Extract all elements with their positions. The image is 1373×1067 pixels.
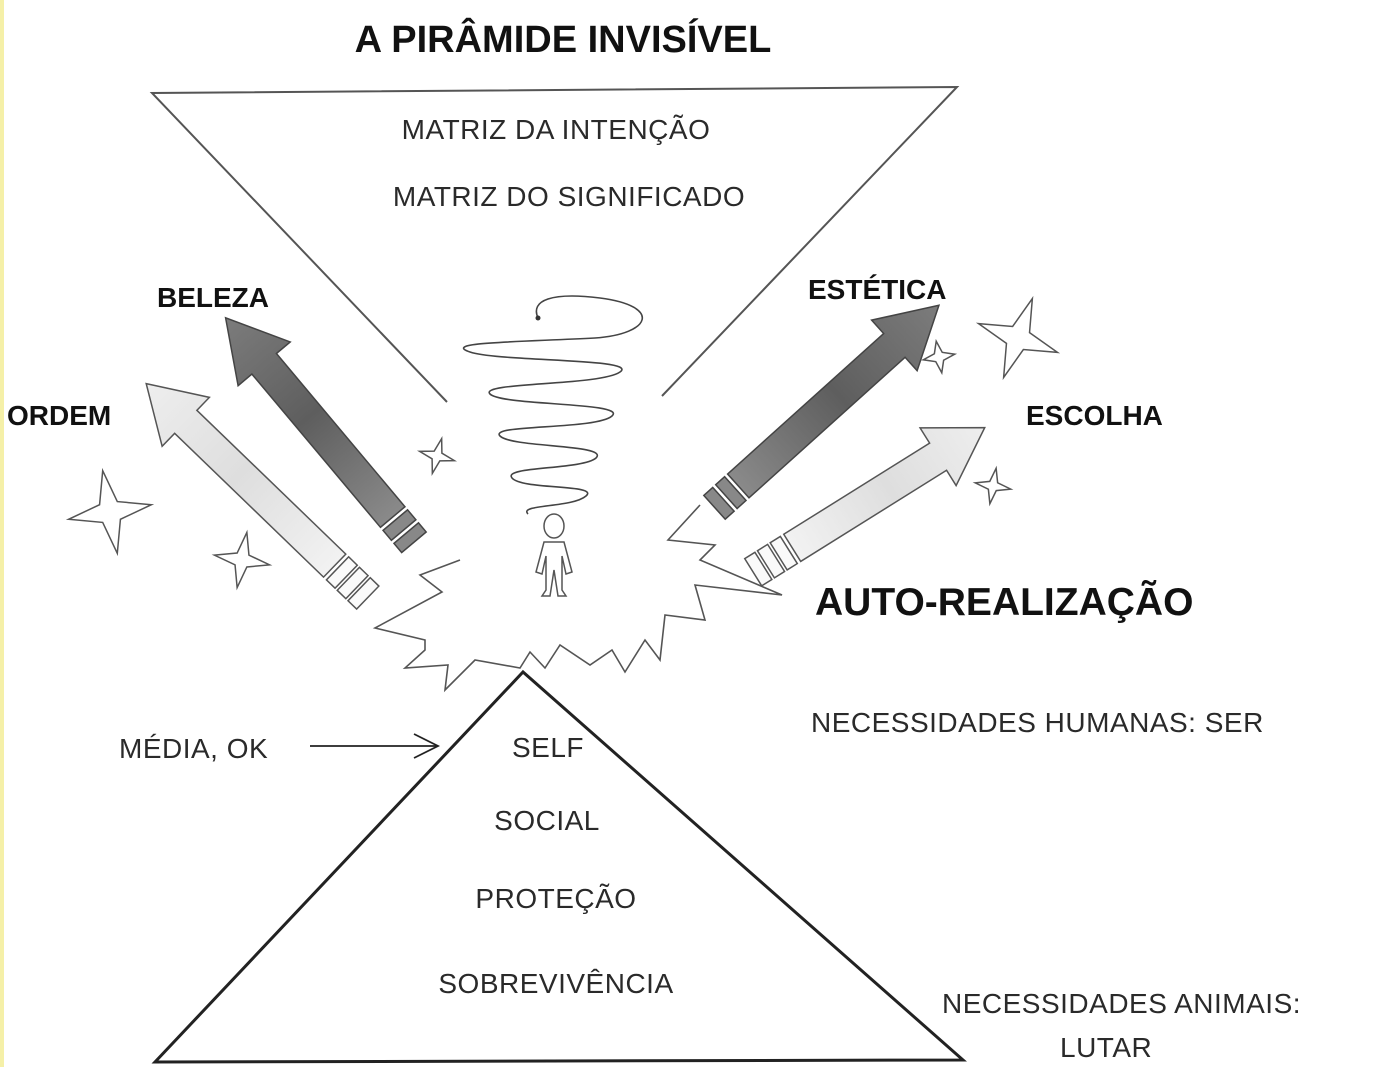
estetica-arrow <box>702 304 941 521</box>
pyramid-level-self: SELF <box>511 732 585 763</box>
left-edge-strip <box>0 0 4 1067</box>
inverted-triangle-top <box>149 85 960 403</box>
beleza-label: BELEZA <box>157 282 269 313</box>
spiral-dot <box>535 315 541 321</box>
average-ok-label: MÉDIA, OK <box>119 733 269 764</box>
ordem-arrow <box>145 382 380 611</box>
star-icon-right-lower <box>972 465 1014 507</box>
escolha-label: ESCOLHA <box>1026 400 1163 431</box>
estetica-label: ESTÉTICA <box>808 274 947 305</box>
human-needs-label: NECESSIDADES HUMANAS: SER <box>811 707 1264 738</box>
person-icon <box>535 513 573 597</box>
star-icon-right-large <box>975 295 1061 381</box>
animal-needs-fight-label: LUTAR <box>1060 1032 1153 1063</box>
escolha-arrow <box>743 426 986 587</box>
average-pointer-arrow <box>310 733 441 759</box>
spiral-line <box>462 295 644 515</box>
diagram-title: A PIRÂMIDE INVISÍVEL <box>354 19 772 61</box>
beleza-arrow <box>224 316 428 554</box>
pyramid-level-social: SOCIAL <box>494 805 600 836</box>
meaning-matrix-label: MATRIZ DO SIGNIFICADO <box>392 181 746 212</box>
pyramid-level-protection: PROTEÇÃO <box>475 883 637 914</box>
ordem-label: ORDEM <box>7 400 112 431</box>
bottom-pyramid <box>151 669 967 1064</box>
star-icon-center-left <box>416 435 458 477</box>
animal-needs-label: NECESSIDADES ANIMAIS: <box>942 988 1302 1019</box>
self-actualization-label: AUTO-REALIZAÇÃO <box>815 581 1194 624</box>
pyramid-level-survival: SOBREVIVÊNCIA <box>438 968 674 999</box>
star-icon-left-large <box>65 467 155 557</box>
intention-matrix-label: MATRIZ DA INTENÇÃO <box>401 114 711 145</box>
starburst-outline <box>372 504 783 693</box>
star-icon-left-small <box>211 529 273 591</box>
star-icon-right-small <box>920 338 958 376</box>
